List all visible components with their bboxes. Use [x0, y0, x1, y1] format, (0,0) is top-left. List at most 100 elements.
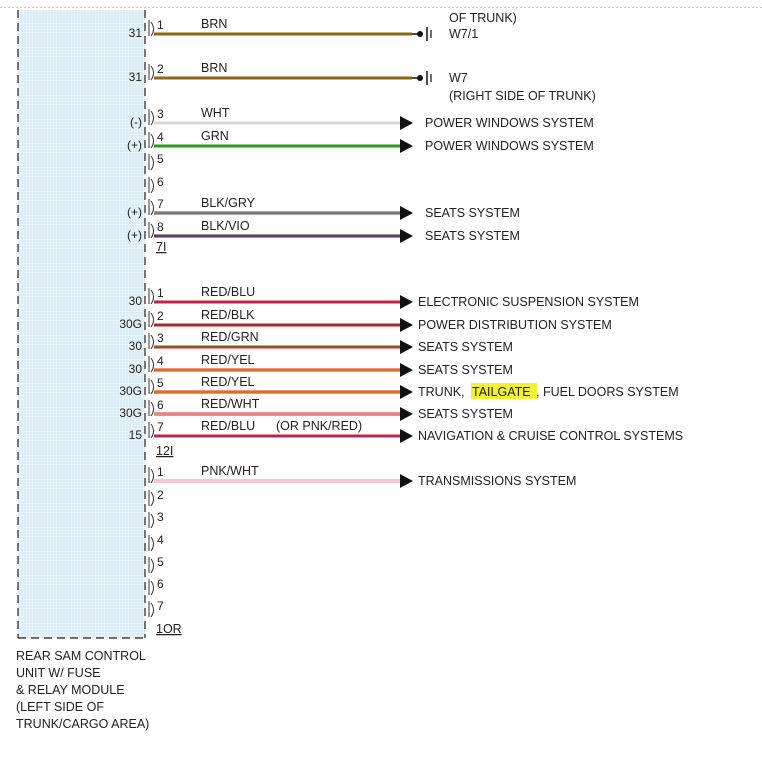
circuit-label-12I-7: 15	[129, 428, 143, 442]
circuit-label-7I-2: 31	[129, 70, 143, 84]
destination-label-12I-3: SEATS SYSTEM	[418, 340, 513, 354]
circuit-label-12I-3: 30	[129, 339, 143, 353]
pin-terminal-1OR-3	[150, 513, 154, 529]
arrow-icon-12I-5	[400, 385, 413, 399]
pin-number-7I-8: 8	[157, 220, 164, 234]
pin-terminal-1OR-5	[150, 558, 154, 574]
pin-terminal-12I-5	[150, 379, 154, 395]
pin-terminal-12I-7	[150, 423, 154, 439]
wire-color-label-7I-1: BRN	[201, 17, 227, 31]
destination-label-7I-8: SEATS SYSTEM	[425, 229, 520, 243]
pin-terminal-12I-1	[150, 289, 154, 305]
pin-terminal-1OR-2	[150, 491, 154, 507]
pin-terminal-7I-1	[150, 21, 154, 37]
module-label-line-3: & RELAY MODULE	[16, 683, 125, 697]
pin-number-7I-3: 3	[157, 107, 164, 121]
pin-number-12I-1: 1	[157, 286, 164, 300]
destination-label-7I-7: SEATS SYSTEM	[425, 206, 520, 220]
module-body	[18, 10, 145, 638]
pin-terminal-12I-2	[150, 312, 154, 328]
wire-color-label-12I-6: RED/WHT	[201, 397, 260, 411]
pin-terminal-7I-6	[150, 178, 154, 194]
pin-number-12I-6: 6	[157, 398, 164, 412]
circuit-label-7I-8: (+)	[127, 228, 142, 242]
pin-number-12I-7: 7	[157, 420, 164, 434]
wire-color-label-7I-2: BRN	[201, 61, 227, 75]
circuit-label-7I-7: (+)	[127, 205, 142, 219]
destination-label-1OR-1: TRANSMISSIONS SYSTEM	[418, 474, 576, 488]
pin-terminal-7I-7	[150, 200, 154, 216]
arrow-icon-7I-4	[400, 139, 413, 153]
pin-number-7I-4: 4	[157, 130, 164, 144]
circuit-label-12I-6: 30G	[119, 406, 142, 420]
module-label-line-2: UNIT W/ FUSE	[16, 666, 101, 680]
destination-label-12I-4: SEATS SYSTEM	[418, 363, 513, 377]
wire-color-label-12I-3: RED/GRN	[201, 330, 259, 344]
pin-terminal-7I-4	[150, 133, 154, 149]
connector-id-1OR: 1OR	[156, 622, 182, 636]
pin-terminal-7I-2	[150, 65, 154, 81]
connector-id-12I: 12I	[156, 444, 173, 458]
pin-terminal-12I-6	[150, 401, 154, 417]
pin-terminal-12I-3	[150, 334, 154, 350]
module-label-line-5: TRUNK/CARGO AREA)	[16, 717, 150, 731]
pin-number-7I-6: 6	[157, 175, 164, 189]
pin-number-12I-2: 2	[157, 309, 164, 323]
destination-label-7I-4: POWER WINDOWS SYSTEM	[425, 139, 594, 153]
destination-label-12I-6: SEATS SYSTEM	[418, 407, 513, 421]
destination-label-7I-3: POWER WINDOWS SYSTEM	[425, 116, 594, 130]
top-cut-label: OF TRUNK)	[449, 11, 517, 25]
wire-color-label-12I-4: RED/YEL	[201, 353, 255, 367]
module-label: REAR SAM CONTROL UNIT W/ FUSE & RELAY MO…	[16, 648, 216, 733]
pin-number-1OR-3: 3	[157, 510, 164, 524]
arrow-icon-12I-1	[400, 295, 413, 309]
pin-terminal-7I-5	[150, 155, 154, 171]
circuit-label-12I-2: 30G	[119, 317, 142, 331]
arrow-icon-12I-7	[400, 429, 413, 443]
pin-terminal-1OR-7	[150, 602, 154, 618]
wire-note-12I-7: (OR PNK/RED)	[276, 419, 362, 433]
wire-color-label-12I-1: RED/BLU	[201, 285, 255, 299]
destination-label-12I-7: NAVIGATION & CRUISE CONTROL SYSTEMS	[418, 429, 683, 443]
wire-color-label-7I-4: GRN	[201, 129, 229, 143]
module-label-line-4: (LEFT SIDE OF	[16, 700, 104, 714]
wire-color-label-7I-7: BLK/GRY	[201, 196, 256, 210]
arrow-icon-12I-6	[400, 407, 413, 421]
arrow-icon-7I-7	[400, 206, 413, 220]
destination-sublabel-7I-2: (RIGHT SIDE OF TRUNK)	[449, 89, 596, 103]
arrow-icon-12I-4	[400, 363, 413, 377]
circuit-label-12I-4: 30	[129, 362, 143, 376]
pin-number-12I-3: 3	[157, 331, 164, 345]
circuit-label-12I-1: 30	[129, 294, 143, 308]
pin-number-7I-5: 5	[157, 152, 164, 166]
arrow-icon-7I-8	[400, 229, 413, 243]
wire-color-label-7I-3: WHT	[201, 106, 230, 120]
circuit-label-7I-4: (+)	[127, 138, 142, 152]
destination-label-12I-5-post: , FUEL DOORS SYSTEM	[536, 385, 679, 399]
pin-number-1OR-7: 7	[157, 599, 164, 613]
pin-number-12I-4: 4	[157, 354, 164, 368]
wire-color-label-7I-8: BLK/VIO	[201, 219, 250, 233]
pin-terminal-7I-8	[150, 223, 154, 239]
circuit-label-7I-1: 31	[129, 26, 143, 40]
arrow-icon-12I-2	[400, 318, 413, 332]
arrow-icon-7I-3	[400, 116, 413, 130]
pin-terminal-1OR-1	[150, 468, 154, 484]
destination-label-7I-1: W7/1	[449, 27, 478, 41]
pin-number-7I-7: 7	[157, 197, 164, 211]
pin-terminal-1OR-4	[150, 536, 154, 552]
circuit-label-12I-5: 30G	[119, 384, 142, 398]
destination-label-12I-5-pre: TRUNK,	[418, 385, 465, 399]
pin-number-1OR-6: 6	[157, 577, 164, 591]
pin-number-1OR-5: 5	[157, 555, 164, 569]
pin-number-1OR-4: 4	[157, 533, 164, 547]
destination-label-12I-5-highlight: TAILGATE	[472, 385, 531, 399]
search-highlight	[471, 383, 537, 399]
circuit-label-7I-3: (-)	[130, 115, 142, 129]
destination-label-12I-2: POWER DISTRIBUTION SYSTEM	[418, 318, 612, 332]
pin-terminal-1OR-6	[150, 580, 154, 596]
pin-number-12I-5: 5	[157, 376, 164, 390]
pin-terminal-7I-3	[150, 110, 154, 126]
